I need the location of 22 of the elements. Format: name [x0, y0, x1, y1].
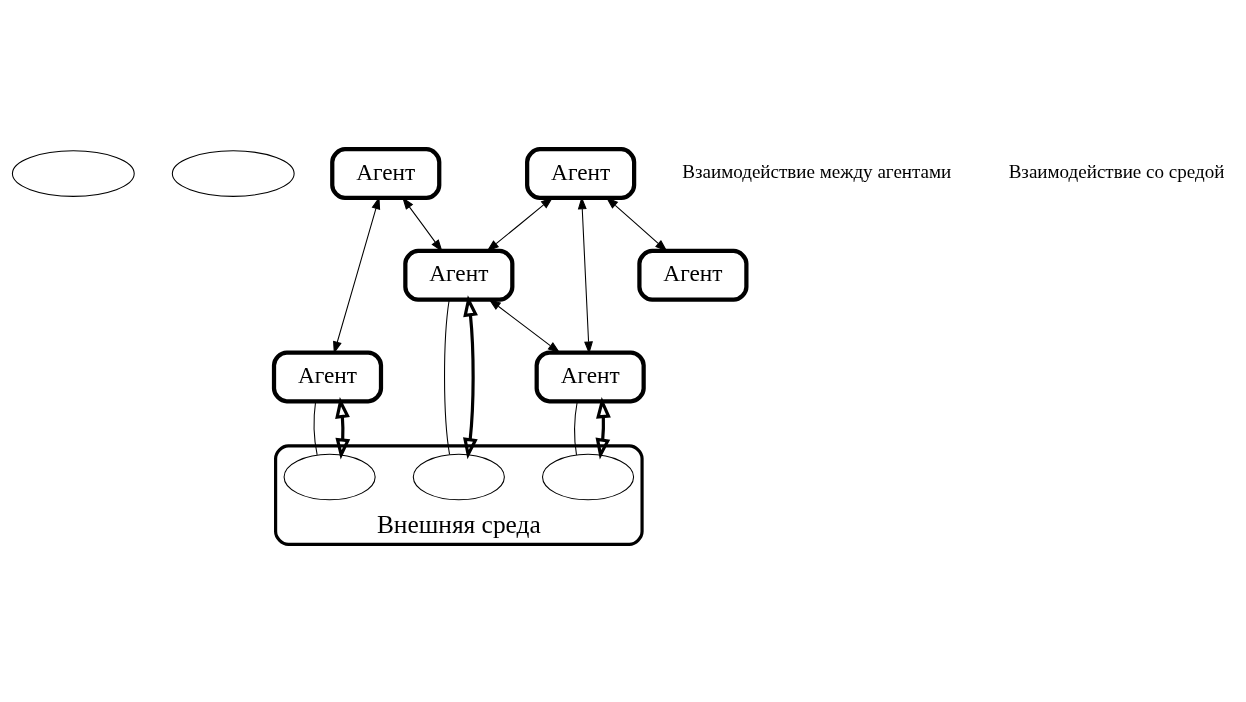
- node-ellipse: [171, 150, 295, 197]
- arrow: [335, 396, 351, 460]
- node-box: Агент: [271, 350, 384, 404]
- node-box: Агент: [525, 147, 637, 201]
- cluster: Внешняя среда: [274, 444, 644, 546]
- node-box: Агент: [534, 350, 646, 404]
- node-ellipse: [542, 453, 635, 501]
- arrow: [595, 396, 611, 460]
- arrow: [486, 197, 554, 252]
- node-box: Агент: [330, 147, 442, 201]
- node-box: Агент: [637, 248, 749, 302]
- node-ellipse: [11, 150, 135, 197]
- connector: [444, 299, 451, 455]
- node-ellipse: [283, 453, 376, 501]
- arrow: [463, 295, 478, 460]
- node-box: Агент: [403, 248, 515, 302]
- arrow: [488, 298, 561, 354]
- node-ellipse: [412, 453, 505, 501]
- connector: [313, 401, 318, 456]
- label: Взаимодействие между агентами: [682, 161, 952, 183]
- label: Взаимодействие со средой: [1008, 161, 1225, 183]
- connector: [574, 401, 578, 456]
